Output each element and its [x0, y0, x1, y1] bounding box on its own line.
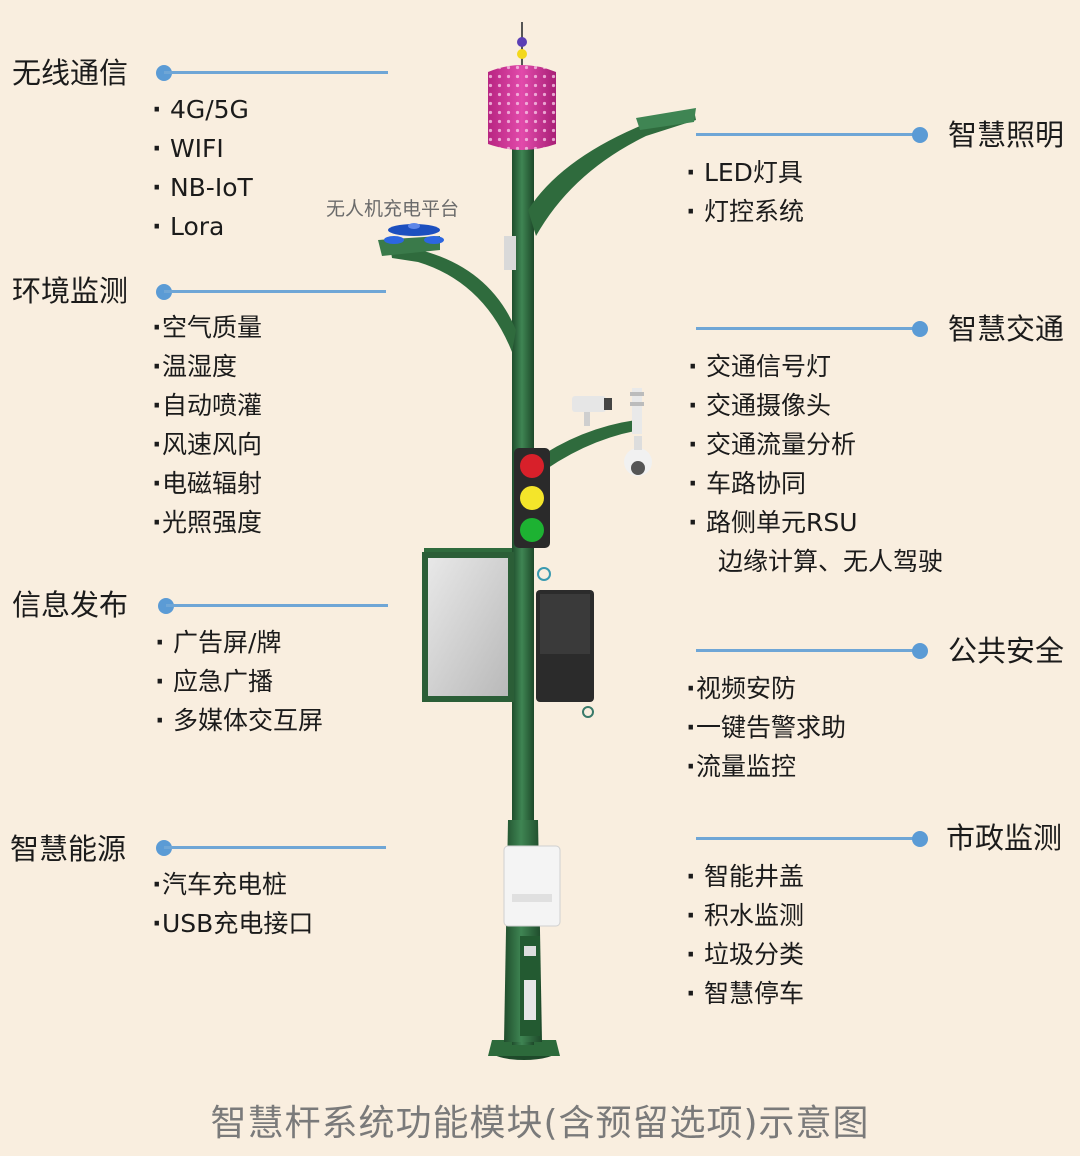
list-item: ·空气质量 — [152, 313, 263, 342]
advertising-screen-icon — [422, 552, 514, 702]
traffic-camera-icon — [572, 396, 612, 426]
list-item: ·风速风向 — [152, 430, 263, 459]
traffic-light-icon — [514, 448, 550, 548]
list-item: ·流量监控 — [686, 752, 797, 781]
list-item: ·视频安防 — [686, 674, 797, 703]
list-item: · 广告屏/牌 — [155, 628, 282, 657]
section-title-municipal: 市政监测 — [946, 821, 1063, 855]
connector-line — [164, 290, 386, 293]
section-title-wireless: 无线通信 — [12, 56, 129, 90]
list-item: · 4G/5G — [152, 95, 249, 124]
connector-line — [166, 604, 388, 607]
multimedia-cabinet-icon — [536, 590, 594, 702]
connector-line — [696, 649, 918, 652]
section-title-public-safety: 公共安全 — [948, 634, 1065, 668]
list-item: ·温湿度 — [152, 352, 238, 381]
list-item: · 交通摄像头 — [688, 391, 831, 420]
list-item: ·电磁辐射 — [152, 469, 263, 498]
section-title-information: 信息发布 — [12, 588, 129, 622]
section-title-lighting: 智慧照明 — [948, 118, 1065, 152]
list-item: ·汽车充电桩 — [152, 870, 288, 899]
list-item: · 应急广播 — [155, 667, 273, 696]
list-item: · 智能井盖 — [686, 862, 804, 891]
list-item: · 灯控系统 — [686, 197, 804, 226]
list-item: · LED灯具 — [686, 158, 803, 187]
connector-line — [164, 846, 386, 849]
list-item: · 积水监测 — [686, 901, 804, 930]
list-item: ·自动喷灌 — [152, 391, 263, 420]
list-item: ·一键告警求助 — [686, 713, 847, 742]
dome-camera-icon — [624, 388, 652, 476]
list-item: · Lora — [152, 212, 225, 241]
figure-caption: 智慧杆系统功能模块(含预留选项)示意图 — [210, 1103, 870, 1144]
list-item: · 车路协同 — [688, 469, 806, 498]
list-item: · 多媒体交互屏 — [155, 706, 323, 735]
section-title-environment: 环境监测 — [12, 274, 129, 308]
list-item: ·光照强度 — [152, 508, 263, 537]
drone-platform-label: 无人机充电平台 — [326, 198, 460, 220]
section-title-energy: 智慧能源 — [10, 832, 127, 866]
list-item: · 垃圾分类 — [686, 940, 804, 969]
connector-node — [912, 321, 928, 337]
pole-shaft — [512, 140, 534, 1045]
drone-icon — [384, 223, 444, 244]
lighting-arm-left — [390, 246, 516, 352]
charging-box-icon — [503, 845, 561, 927]
connector-node — [912, 127, 928, 143]
list-item-sub: 边缘计算、无人驾驶 — [718, 547, 944, 576]
list-item: · WIFI — [152, 134, 224, 163]
section-title-traffic: 智慧交通 — [948, 312, 1065, 346]
speaker-housing-icon — [488, 65, 556, 150]
list-item: · 交通流量分析 — [688, 430, 856, 459]
connector-node — [912, 643, 928, 659]
list-item: ·USB充电接口 — [152, 909, 314, 938]
connector-line — [696, 837, 918, 840]
connector-line — [164, 71, 388, 74]
connector-line — [696, 327, 918, 330]
list-item: · 智慧停车 — [686, 979, 804, 1008]
connector-node — [912, 831, 928, 847]
connector-line — [696, 133, 918, 136]
list-item: · NB-IoT — [152, 173, 253, 202]
list-item: · 交通信号灯 — [688, 352, 831, 381]
list-item: · 路侧单元RSU — [688, 508, 858, 537]
